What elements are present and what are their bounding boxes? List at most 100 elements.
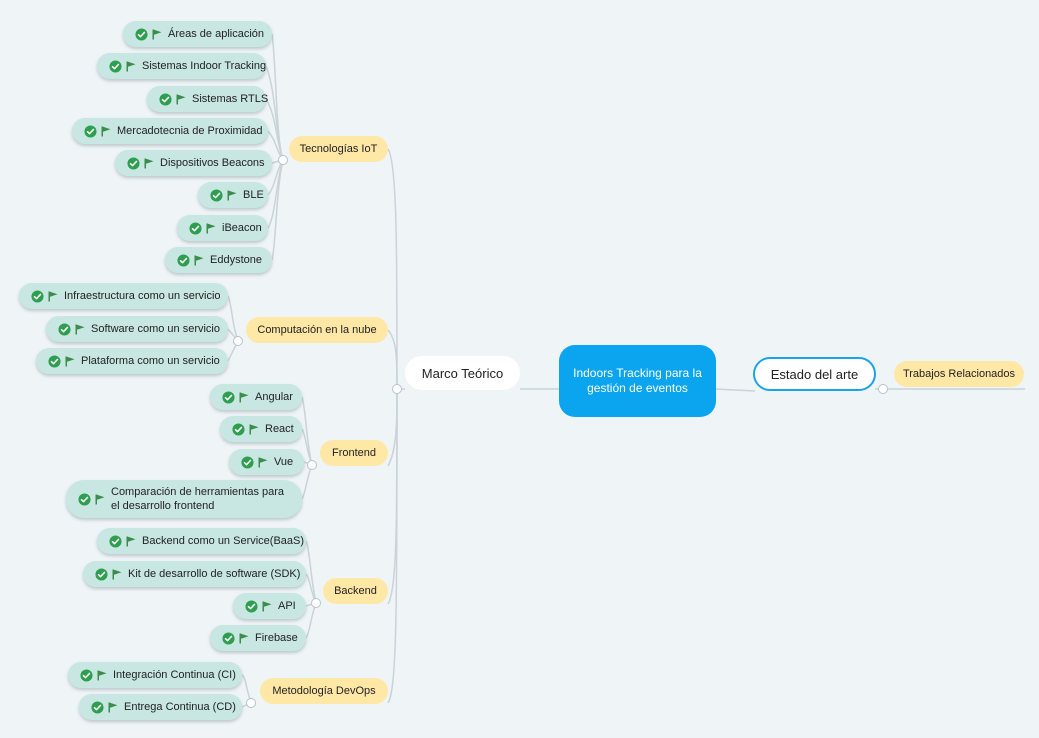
root-node[interactable]: Indoors Tracking para la gestión de even…: [559, 345, 716, 417]
leaf-sistemas-indoor-tracking[interactable]: Sistemas Indoor Tracking: [97, 53, 266, 79]
leaf-react[interactable]: React: [220, 416, 302, 442]
flag-icon: [249, 424, 259, 435]
check-circle-icon: [127, 156, 140, 170]
leaf-label: Áreas de aplicación: [168, 28, 265, 40]
leaf-areas-de-aplicacion[interactable]: Áreas de aplicación: [123, 21, 272, 47]
leaf-label: Plataforma como un servicio: [81, 355, 220, 367]
leaf-label: Sistemas Indoor Tracking: [142, 60, 267, 72]
check-circle-icon: [245, 599, 258, 613]
collapse-toggle-devops[interactable]: [246, 698, 256, 708]
flag-icon: [227, 190, 237, 201]
leaf-comparacion-de-herramientas[interactable]: Comparación de herramientas para el desa…: [66, 480, 302, 518]
leaf-infraestructura-como-un-servicio[interactable]: Infraestructura como un servicio: [19, 283, 228, 309]
leaf-backend-como-un-service[interactable]: Backend como un Service(BaaS): [97, 528, 306, 554]
check-circle-icon: [135, 27, 148, 41]
check-circle-icon: [95, 567, 108, 581]
leaf-integracion-continua[interactable]: Integración Continua (CI): [68, 662, 242, 688]
leaf-dispositivos-beacons[interactable]: Dispositivos Beacons: [115, 150, 272, 176]
leaf-label: Backend como un Service(BaaS): [142, 535, 305, 547]
flag-icon: [101, 126, 111, 137]
flag-icon: [194, 255, 204, 266]
flag-icon: [65, 356, 75, 367]
leaf-label: Integración Continua (CI): [113, 669, 236, 681]
leaf-mercadotecnia-de-proximidad[interactable]: Mercadotecnia de Proximidad: [72, 118, 268, 144]
check-circle-icon: [80, 668, 93, 682]
flag-icon: [176, 94, 186, 105]
leaf-entrega-continua[interactable]: Entrega Continua (CD): [79, 694, 242, 720]
leaf-label: Vue: [274, 456, 294, 468]
check-circle-icon: [84, 124, 97, 138]
leaf-label: Software como un servicio: [91, 323, 220, 335]
leaf-label: Sistemas RTLS: [192, 93, 269, 105]
leaf-ble[interactable]: BLE: [198, 182, 268, 208]
category-computacion-en-la-nube[interactable]: Computación en la nube: [246, 317, 388, 343]
leaf-software-como-un-servicio[interactable]: Software como un servicio: [46, 316, 228, 342]
leaf-angular[interactable]: Angular: [210, 384, 302, 410]
leaf-label: Mercadotecnia de Proximidad: [117, 125, 263, 137]
leaf-vue[interactable]: Vue: [229, 449, 304, 475]
leaf-label: iBeacon: [222, 222, 262, 234]
check-circle-icon: [189, 221, 202, 235]
category-backend[interactable]: Backend: [323, 578, 388, 604]
category-metodologia-devops[interactable]: Metodología DevOps: [260, 678, 388, 704]
leaf-label: Angular: [255, 391, 293, 403]
leaf-label: API: [278, 600, 296, 612]
check-circle-icon: [109, 534, 122, 548]
check-circle-icon: [159, 92, 172, 106]
leaf-plataforma-como-un-servicio[interactable]: Plataforma como un servicio: [36, 348, 228, 374]
leaf-firebase[interactable]: Firebase: [210, 625, 306, 651]
check-circle-icon: [222, 390, 235, 404]
leaf-eddystone[interactable]: Eddystone: [165, 247, 272, 273]
flag-icon: [206, 223, 216, 234]
leaf-api[interactable]: API: [233, 593, 306, 619]
leaf-label: Dispositivos Beacons: [160, 157, 265, 169]
flag-icon: [239, 633, 249, 644]
category-tecnologias-iot[interactable]: Tecnologías IoT: [289, 136, 388, 162]
leaf-kit-de-desarrollo-sdk[interactable]: Kit de desarrollo de software (SDK): [83, 561, 306, 587]
leaf-label: BLE: [243, 189, 264, 201]
collapse-toggle-tecnologias-iot[interactable]: [278, 155, 288, 165]
leaf-ibeacon[interactable]: iBeacon: [177, 215, 268, 241]
leaf-label: Eddystone: [210, 254, 262, 266]
collapse-toggle-backend[interactable]: [311, 598, 321, 608]
leaf-label: React: [265, 423, 294, 435]
flag-icon: [262, 601, 272, 612]
flag-icon: [258, 457, 268, 468]
collapse-toggle-estado-del-arte[interactable]: [878, 384, 888, 394]
leaf-label: Comparación de herramientas para el desa…: [111, 486, 285, 512]
flag-icon: [112, 569, 122, 580]
main-topic-marco-teorico[interactable]: Marco Teórico: [405, 356, 520, 390]
leaf-label: Firebase: [255, 632, 298, 644]
check-circle-icon: [222, 631, 235, 645]
flag-icon: [108, 702, 118, 713]
check-circle-icon: [210, 188, 223, 202]
collapse-toggle-frontend[interactable]: [307, 460, 317, 470]
flag-icon: [239, 392, 249, 403]
check-circle-icon: [232, 422, 245, 436]
check-circle-icon: [109, 59, 122, 73]
category-frontend[interactable]: Frontend: [320, 440, 388, 466]
collapse-toggle-marco-teorico[interactable]: [392, 384, 402, 394]
flag-icon: [152, 29, 162, 40]
check-circle-icon: [91, 700, 104, 714]
flag-icon: [126, 61, 136, 72]
leaf-label: Entrega Continua (CD): [124, 701, 236, 713]
category-trabajos-relacionados[interactable]: Trabajos Relacionados: [894, 361, 1024, 387]
flag-icon: [126, 536, 136, 547]
leaf-sistemas-rtls[interactable]: Sistemas RTLS: [147, 86, 269, 112]
main-topic-estado-del-arte[interactable]: Estado del arte: [753, 357, 876, 391]
flag-icon: [97, 670, 107, 681]
flag-icon: [144, 158, 154, 169]
check-circle-icon: [31, 289, 44, 303]
leaf-label: Kit de desarrollo de software (SDK): [128, 568, 301, 580]
flag-icon: [48, 291, 58, 302]
flag-icon: [75, 324, 85, 335]
check-circle-icon: [78, 492, 91, 506]
check-circle-icon: [241, 455, 254, 469]
check-circle-icon: [48, 354, 61, 368]
flag-icon: [95, 494, 105, 505]
collapse-toggle-computacion[interactable]: [233, 336, 243, 346]
check-circle-icon: [177, 253, 190, 267]
leaf-label: Infraestructura como un servicio: [64, 290, 221, 302]
